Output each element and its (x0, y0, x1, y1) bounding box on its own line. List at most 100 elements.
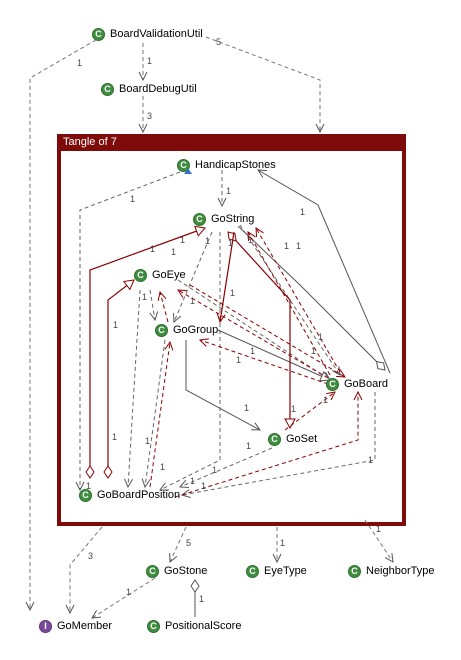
node-label: NeighborType (366, 565, 435, 577)
lbl-gg-2: 1 (230, 288, 235, 298)
class-node-goboard[interactable]: C GoBoard (326, 376, 388, 392)
class-node-boardvalidationutil[interactable]: C BoardValidationUtil (92, 26, 203, 42)
class-node-gostone[interactable]: C GoStone (146, 563, 207, 579)
lbl-handicap-gbp: 1 (130, 194, 135, 204)
class-node-handicapstones[interactable]: C HandicapStones (177, 157, 276, 174)
class-icon: C (101, 82, 114, 96)
node-label: GoGroup (173, 324, 219, 336)
class-icon: C (193, 212, 206, 226)
edge-gbp-gogroup-r (149, 342, 170, 488)
lbl-gg-0: 1 (113, 320, 118, 330)
interface-node-gomember[interactable]: I GoMember (39, 618, 112, 634)
tangle-title: Tangle of 7 (63, 136, 117, 148)
edge-gogroup-goset (185, 340, 260, 430)
node-label: BoardValidationUtil (110, 28, 203, 40)
lbl-gs-2: 1 (180, 235, 185, 245)
lbl-gb-1: 1 (311, 346, 316, 356)
node-label: GoBoardPosition (97, 489, 181, 501)
lbl-gg-4: 1 (236, 355, 241, 365)
class-node-neighbortype[interactable]: C NeighborType (348, 563, 435, 579)
class-icon: C (246, 564, 259, 578)
class-node-goset[interactable]: C GoSet (268, 431, 317, 447)
node-label: GoEye (152, 269, 186, 281)
edge-gostring-gogroup-s (220, 231, 235, 322)
class-node-eyetype[interactable]: C EyeType (246, 563, 307, 579)
lbl-gb-3: 1 (323, 395, 328, 405)
node-label: GoMember (57, 620, 113, 632)
edge-gogroup-goeye-r (160, 292, 169, 323)
lbl-set-0: 1 (291, 404, 296, 414)
lbl-goboard-handicap: 1 (300, 207, 305, 217)
edge-gbp-goeye (103, 279, 135, 479)
class-node-positionalscore[interactable]: C PositionalScore (147, 618, 241, 634)
lbl-gs-0: 1 (150, 244, 155, 254)
lbl-gbp-4: 1 (190, 476, 195, 486)
edge-goboard-gogroup-r (200, 340, 329, 385)
class-icon: C (134, 268, 147, 282)
node-label: GoBoard (344, 378, 389, 390)
lbl-gg-3: 1 (190, 296, 195, 306)
class-icon: C (348, 564, 361, 578)
class-icon: C (147, 619, 160, 633)
lbl-gostone-positional: 1 (199, 594, 204, 604)
edge-bvu-gomember (30, 39, 97, 610)
lbl-tangle-gostone: 5 (186, 538, 191, 548)
lbl-gs-5: 1 (248, 235, 253, 245)
lbl-handicap-gostring: 1 (226, 186, 231, 196)
class-icon: C (79, 488, 92, 502)
edge-goeye-gbp (128, 289, 141, 487)
lbl-set-2: 1 (212, 465, 217, 475)
edge-goboard-goeye-r (178, 290, 329, 379)
node-label: GoStone (164, 565, 208, 577)
abstract-marker-icon (184, 167, 192, 174)
class-node-gogroup[interactable]: C GoGroup (155, 322, 218, 338)
node-label: BoardDebugUtil (119, 83, 197, 95)
lbl-debug-tangle: 3 (147, 111, 152, 121)
lbl-tangle-eyetype: 1 (280, 538, 285, 548)
lbl-gostone-gomember: 1 (126, 587, 131, 597)
tangle-header (57, 134, 406, 151)
lbl-gs-1: 1 (171, 247, 176, 257)
class-icon: C (146, 564, 159, 578)
lbl-gs-6: 1 (284, 241, 289, 251)
class-node-goeye[interactable]: C GoEye (134, 267, 186, 283)
edge-goboard-gbp (182, 392, 376, 495)
node-label: EyeType (264, 565, 307, 577)
node-label: HandicapStones (195, 159, 276, 171)
lbl-gbp-5: 1 (201, 481, 206, 491)
edge-goset-goboard-r (284, 392, 335, 431)
lbl-gbp-1: 1 (112, 432, 117, 442)
class-node-boarddebugutil[interactable]: C BoardDebugUtil (101, 81, 197, 97)
lbl-gbp-2: 1 (145, 436, 150, 446)
edge-gbp-gostring (85, 225, 206, 479)
edge-goeye-gogroup (150, 289, 155, 320)
class-icon: C (155, 323, 168, 337)
interface-icon: I (39, 619, 52, 633)
lbl-gb-0: 1 (318, 332, 323, 342)
edge-gostone-gomember (92, 577, 156, 618)
edge-goboard-handicap (258, 170, 391, 374)
edge-tangle-neighbortype (364, 519, 393, 562)
edge-tangle-gomember (70, 526, 103, 613)
lbl-bvu-gomember: 1 (77, 58, 82, 68)
lbl-gb-4: 1 (368, 455, 373, 465)
edge-bvu-tangle (205, 36, 320, 132)
lbl-bvu-debug: 1 (147, 56, 152, 66)
lbl-gs-4: 1 (228, 238, 233, 248)
lbl-gs-7: 1 (296, 241, 301, 251)
node-label: GoString (211, 213, 255, 225)
class-node-goboardposition[interactable]: C GoBoardPosition (79, 487, 180, 503)
lbl-tangle-neighbortype: 1 (376, 524, 381, 534)
node-label: PositionalScore (165, 620, 242, 632)
edge-handicap-gbp (80, 171, 181, 490)
edge-tangle-gostone (170, 526, 187, 562)
edge-goeye-goboard-r2 (189, 284, 345, 377)
edge-gostring-gbp (160, 232, 221, 490)
class-node-gostring[interactable]: C GoString (193, 211, 254, 227)
lbl-tangle-gomember: 3 (88, 551, 93, 561)
edge-goset-gbp (180, 447, 273, 487)
lbl-gs-3: 1 (205, 236, 210, 246)
lbl-gg-5: 1 (244, 403, 249, 413)
